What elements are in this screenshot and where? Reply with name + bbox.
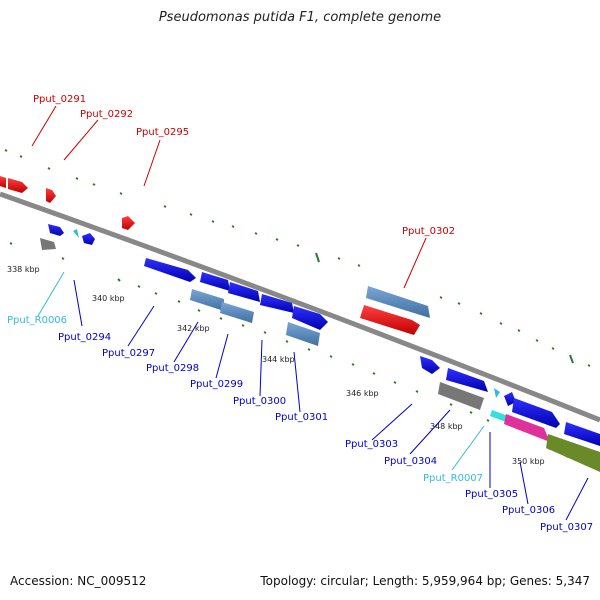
- label-pput-r0007: Pput_R0007: [423, 473, 483, 484]
- gene-pput-0301[interactable]: [286, 322, 320, 346]
- gene-pput-0292[interactable]: [8, 178, 28, 193]
- label-pput-0304: Pput_0304: [384, 456, 437, 467]
- gene-pput-0307a[interactable]: [564, 422, 600, 446]
- gene-pput-0302[interactable]: [360, 305, 420, 335]
- label-pput-0295: Pput_0295: [136, 127, 189, 138]
- label-pput-0305: Pput_0305: [465, 489, 518, 500]
- gene-pput-0299b[interactable]: [292, 306, 328, 330]
- gene-pput-0294a[interactable]: [48, 224, 64, 236]
- tick-340: 340 kbp: [92, 294, 125, 303]
- label-pput-0297: Pput_0297: [102, 348, 155, 359]
- label-pput-0298: Pput_0298: [146, 363, 199, 374]
- label-pput-0301: Pput_0301: [275, 412, 328, 423]
- gene-r0007-cyan[interactable]: [494, 388, 500, 398]
- gene-pput-0305b[interactable]: [490, 410, 508, 422]
- gene-pput-0299[interactable]: [260, 294, 294, 313]
- gene-pput-0298a[interactable]: [200, 272, 230, 291]
- gene-pput-0291[interactable]: [0, 176, 6, 188]
- inner-tick-track: [9, 242, 587, 464]
- gene-pput-0302-steel[interactable]: [366, 286, 430, 318]
- gene-pput-0298[interactable]: [228, 282, 260, 302]
- genome-summary: Topology: circular; Length: 5,959,964 bp…: [260, 574, 590, 588]
- label-pput-0306: Pput_0306: [502, 505, 555, 516]
- gene-pput-0295a[interactable]: [46, 188, 56, 203]
- outer-tick-track: [4, 149, 591, 367]
- gene-pput-0303[interactable]: [420, 356, 440, 374]
- accession-text: Accession: NC_009512: [10, 574, 147, 588]
- gene-r0006-gray[interactable]: [40, 238, 56, 250]
- label-pput-0307: Pput_0307: [540, 522, 593, 533]
- gene-pput-0300b[interactable]: [220, 302, 254, 323]
- tick-350: 350 kbp: [512, 457, 545, 466]
- genome-backbone: [0, 191, 600, 423]
- label-pput-0294: Pput_0294: [58, 332, 111, 343]
- gene-pput-0295[interactable]: [122, 216, 135, 230]
- map-title: Pseudomonas putida F1, complete genome: [158, 10, 442, 25]
- gene-pput-0306[interactable]: [504, 414, 550, 442]
- label-pput-r0006: Pput_R0006: [7, 315, 67, 326]
- gene-labels: Pput_0291 Pput_0292 Pput_0295 Pput_0302 …: [7, 94, 593, 533]
- label-pput-0299: Pput_0299: [190, 379, 243, 390]
- gene-pput-0294[interactable]: [82, 233, 95, 245]
- gene-pput-0304[interactable]: [438, 382, 484, 410]
- gene-r0006-cyan[interactable]: [73, 229, 79, 238]
- label-pput-0292: Pput_0292: [80, 109, 133, 120]
- label-pput-0302: Pput_0302: [402, 226, 455, 237]
- reverse-genes: [40, 224, 600, 472]
- forward-genes: [0, 176, 430, 335]
- gene-pput-0304a[interactable]: [446, 368, 488, 392]
- gene-pput-0306a[interactable]: [512, 398, 560, 428]
- tick-342: 342 kbp: [177, 324, 210, 333]
- tick-346: 346 kbp: [346, 389, 379, 398]
- gene-pput-0297[interactable]: [144, 258, 196, 282]
- tick-348: 348 kbp: [430, 422, 463, 431]
- scale-labels: 338 kbp 340 kbp 342 kbp 344 kbp 346 kbp …: [7, 265, 545, 466]
- label-leaders: [31, 105, 589, 521]
- tick-344: 344 kbp: [262, 355, 295, 364]
- label-pput-0303: Pput_0303: [345, 439, 398, 450]
- gene-pput-0305a[interactable]: [504, 392, 516, 406]
- label-pput-0300: Pput_0300: [233, 396, 286, 407]
- label-pput-0291: Pput_0291: [33, 94, 86, 105]
- gene-pput-0300[interactable]: [190, 289, 224, 311]
- gene-pput-0307[interactable]: [546, 434, 600, 472]
- tick-338: 338 kbp: [7, 265, 40, 274]
